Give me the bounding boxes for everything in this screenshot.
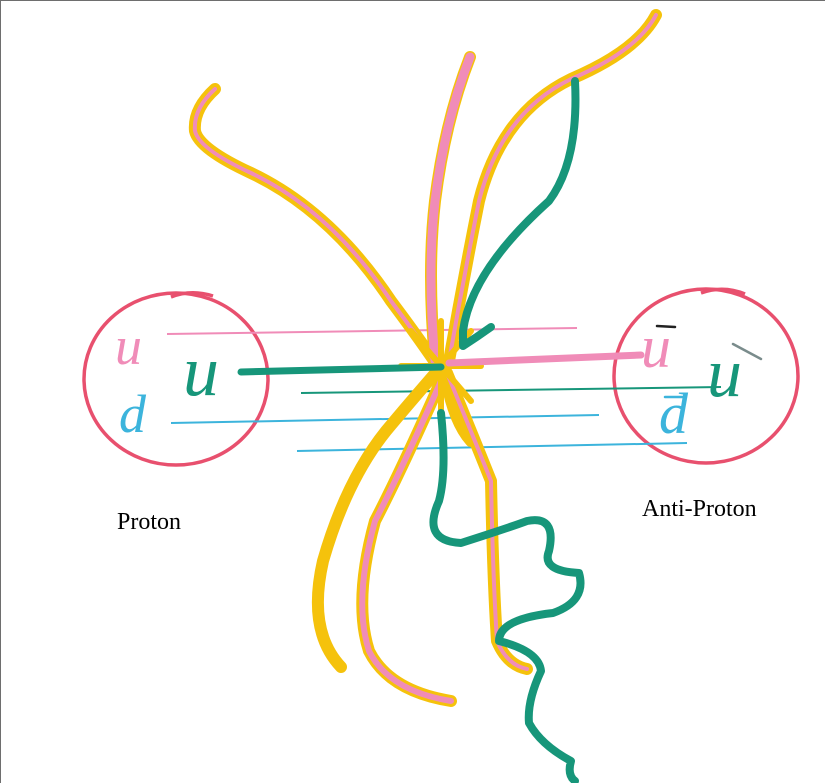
proton-label: Proton — [117, 509, 181, 536]
antiproton-label: Anti-Proton — [642, 496, 757, 523]
